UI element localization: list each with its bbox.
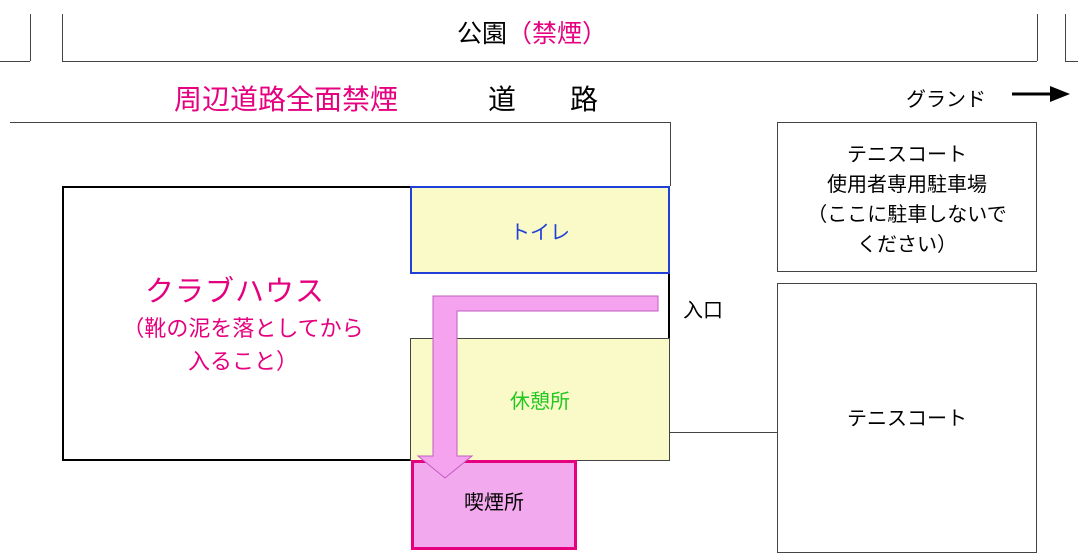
park-right-outer-line: [1065, 14, 1066, 61]
park-bottom-line: [62, 61, 1037, 62]
tennis-parking-line3: （ここに駐車しないで: [807, 202, 1007, 226]
clubhouse-outline: [62, 186, 670, 461]
road-lower-edge-left: [10, 122, 670, 123]
ground-direction-label: グランド: [906, 87, 986, 111]
park-left-inner-line: [62, 14, 63, 61]
road-label-part2: 路: [570, 83, 599, 116]
smoking-area-room: 喫煙所: [411, 460, 577, 550]
tennis-parking-area: [777, 122, 1037, 272]
smoking-area-label: 喫煙所: [464, 489, 524, 514]
clubhouse-title: クラブハウス: [145, 274, 326, 308]
road-label-part1: 道: [488, 83, 517, 116]
tennis-parking-line4: ください）: [857, 232, 957, 256]
clubhouse-note-line2: 入ること）: [187, 350, 298, 375]
road-smoking-notice: 周辺道路全面禁煙: [174, 83, 399, 116]
clubhouse-note-line1: （靴の泥を落としてから: [122, 317, 364, 342]
park-right-inner-line: [1037, 14, 1038, 61]
tennis-court-label: テニスコート: [847, 406, 967, 430]
park-smoking-note: （禁煙）: [507, 19, 608, 48]
park-label: 公園（禁煙）: [457, 14, 607, 50]
clubhouse-note: （靴の泥を落としてから 入ること）: [109, 313, 377, 379]
tennis-parking-line1: テニスコート: [847, 142, 967, 166]
clubhouse-lot-right-edge: [670, 122, 671, 186]
tennis-parking-line2: 使用者専用駐車場: [827, 172, 987, 196]
tennis-parking-text: テニスコート 使用者専用駐車場 （ここに駐車しないで ください）: [777, 139, 1037, 259]
entrance-label: 入口: [683, 298, 723, 322]
park-left-outer-line: [30, 14, 31, 61]
park-bottom-left-stub: [0, 61, 30, 62]
park-name: 公園: [457, 19, 508, 48]
clubhouse-to-court-line: [670, 432, 777, 433]
rest-area-room: 休憩所: [410, 338, 670, 461]
park-bottom-right-stub: [1065, 61, 1078, 62]
rest-area-label: 休憩所: [510, 389, 570, 413]
toilet-room: トイレ: [410, 186, 670, 274]
toilet-label: トイレ: [510, 219, 570, 244]
